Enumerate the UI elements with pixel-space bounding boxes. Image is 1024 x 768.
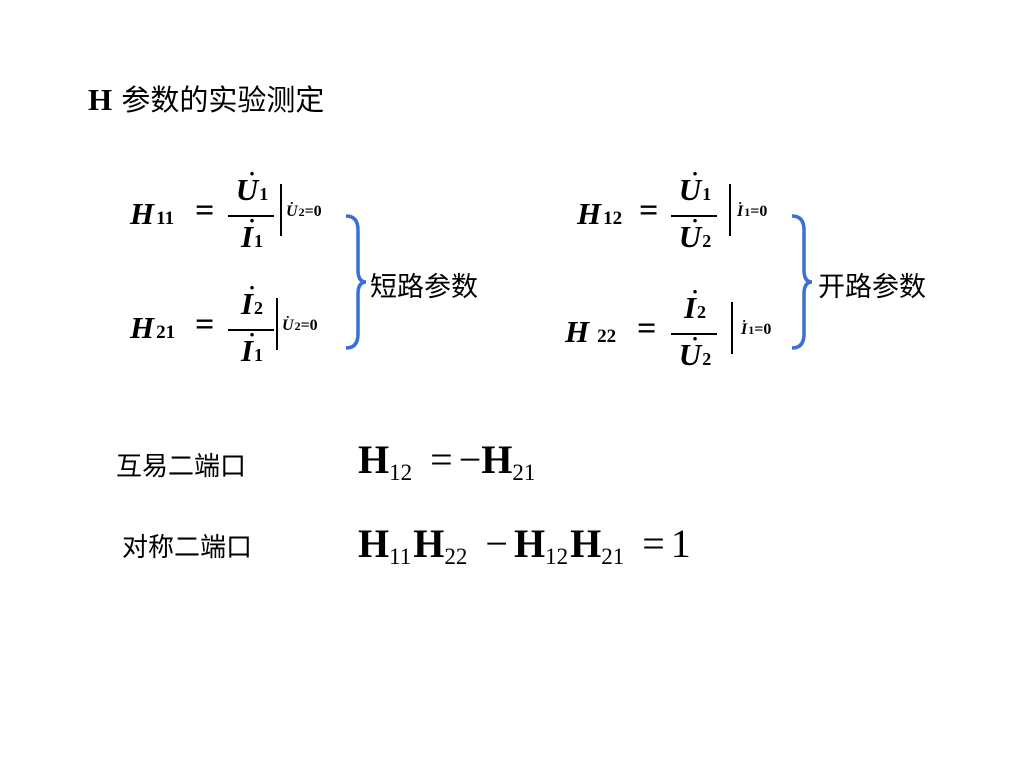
h22-numerator: ·I2 [683, 279, 707, 326]
title-h-letter: H [88, 82, 113, 117]
evaluation-bar [731, 302, 733, 354]
equals-sign: = [639, 192, 659, 229]
fraction-bar [671, 333, 717, 335]
h12-numerator: ·U1 [678, 161, 712, 208]
slide-title: H 参数的实验测定 [88, 77, 324, 119]
fraction-bar [671, 215, 717, 217]
h21-numerator: ·I2 [240, 275, 264, 322]
h12-denominator: ·U2 [678, 208, 712, 255]
h12-fraction: ·U1 ·U2 [669, 161, 721, 260]
open-circuit-label: 开路参数 [818, 272, 926, 303]
reciprocal-label: 互易二端口 [116, 452, 247, 482]
h22-denominator: ·U2 [678, 326, 712, 373]
h21-condition: ·U2=0 [282, 309, 318, 334]
h11-condition: ·U2=0 [286, 195, 322, 220]
equals-sign: = [637, 310, 657, 347]
h22-fraction: ·I2 ·U2 [669, 279, 721, 378]
fraction-bar [228, 329, 274, 331]
left-brace [340, 212, 370, 352]
h21-fraction: ·I2 ·I1 [226, 275, 278, 374]
symmetric-formula: H11H22 −H12H21 =1 [358, 521, 691, 569]
h21-denominator: ·I1 [240, 322, 264, 369]
short-circuit-label: 短路参数 [370, 272, 478, 303]
h11-denominator: ·I1 [240, 208, 264, 255]
fraction-bar [228, 215, 274, 217]
h12-condition: ·I1=0 [737, 195, 768, 220]
evaluation-bar [729, 184, 731, 236]
equals-sign: = [195, 192, 215, 229]
equals-sign: = [195, 306, 215, 343]
title-text: 参数的实验测定 [121, 83, 325, 117]
h22-condition: ·I1=0 [741, 313, 772, 338]
h11-fraction: ·U1 ·I1 [226, 161, 278, 260]
evaluation-bar [280, 184, 282, 236]
h11-numerator: ·U1 [235, 161, 269, 208]
symmetric-label: 对称二端口 [122, 533, 253, 563]
right-brace [786, 212, 816, 352]
reciprocal-formula: H12 =−H21 [358, 437, 536, 485]
evaluation-bar [276, 298, 278, 350]
